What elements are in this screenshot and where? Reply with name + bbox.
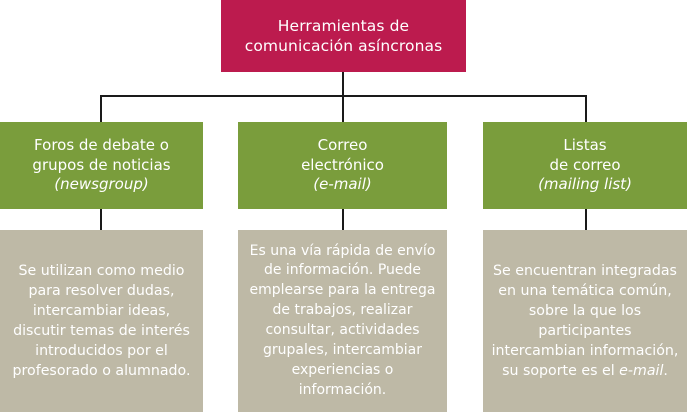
category-node-correo: Correo electrónico(e-mail) (238, 122, 447, 209)
category-node-listas-alt-title: (mailing list) (538, 175, 632, 194)
connector-leaf-listas (585, 209, 587, 230)
category-node-listas-title: Listas de correo (549, 136, 621, 174)
category-node-foros-alt-title: (newsgroup) (54, 175, 149, 194)
category-node-correo-label: Correo electrónico(e-mail) (301, 136, 384, 195)
description-node-listas-term-email: e-mail (619, 363, 664, 380)
category-node-foros-label: Foros de debate o grupos de noticias(new… (32, 136, 170, 195)
description-node-foros: Se utilizan como medio para resolver dud… (0, 230, 203, 412)
connector-leaf-correo (342, 209, 344, 230)
category-node-foros: Foros de debate o grupos de noticias(new… (0, 122, 203, 209)
category-node-correo-alt-title: (e-mail) (313, 175, 372, 194)
connector-drop-foros (100, 95, 102, 122)
description-node-listas-text-post: . (663, 363, 668, 380)
connector-root-stem (342, 72, 344, 97)
description-node-correo-text: Es una vía rápida de envío de informació… (249, 242, 436, 398)
description-node-listas-text: Se encuentran integradas en una temática… (491, 261, 679, 382)
description-node-listas-text-pre: Se encuentran integradas en una temática… (491, 262, 679, 380)
connector-drop-correo (342, 95, 344, 122)
root-node-herramientas: Herramientas de comunicación asíncronas (221, 0, 466, 72)
category-node-correo-title: Correo electrónico (301, 136, 384, 174)
category-node-listas-label: Listas de correo(mailing list) (538, 136, 632, 195)
description-node-listas: Se encuentran integradas en una temática… (483, 230, 687, 412)
description-node-foros-text: Se utilizan como medio para resolver dud… (12, 262, 191, 380)
root-node-title: Herramientas de comunicación asíncronas (244, 16, 443, 55)
category-node-listas: Listas de correo(mailing list) (483, 122, 687, 209)
category-node-foros-title: Foros de debate o grupos de noticias (32, 136, 171, 174)
connector-drop-listas (585, 95, 587, 122)
connector-leaf-foros (100, 209, 102, 230)
description-node-correo: Es una vía rápida de envío de informació… (238, 230, 447, 412)
